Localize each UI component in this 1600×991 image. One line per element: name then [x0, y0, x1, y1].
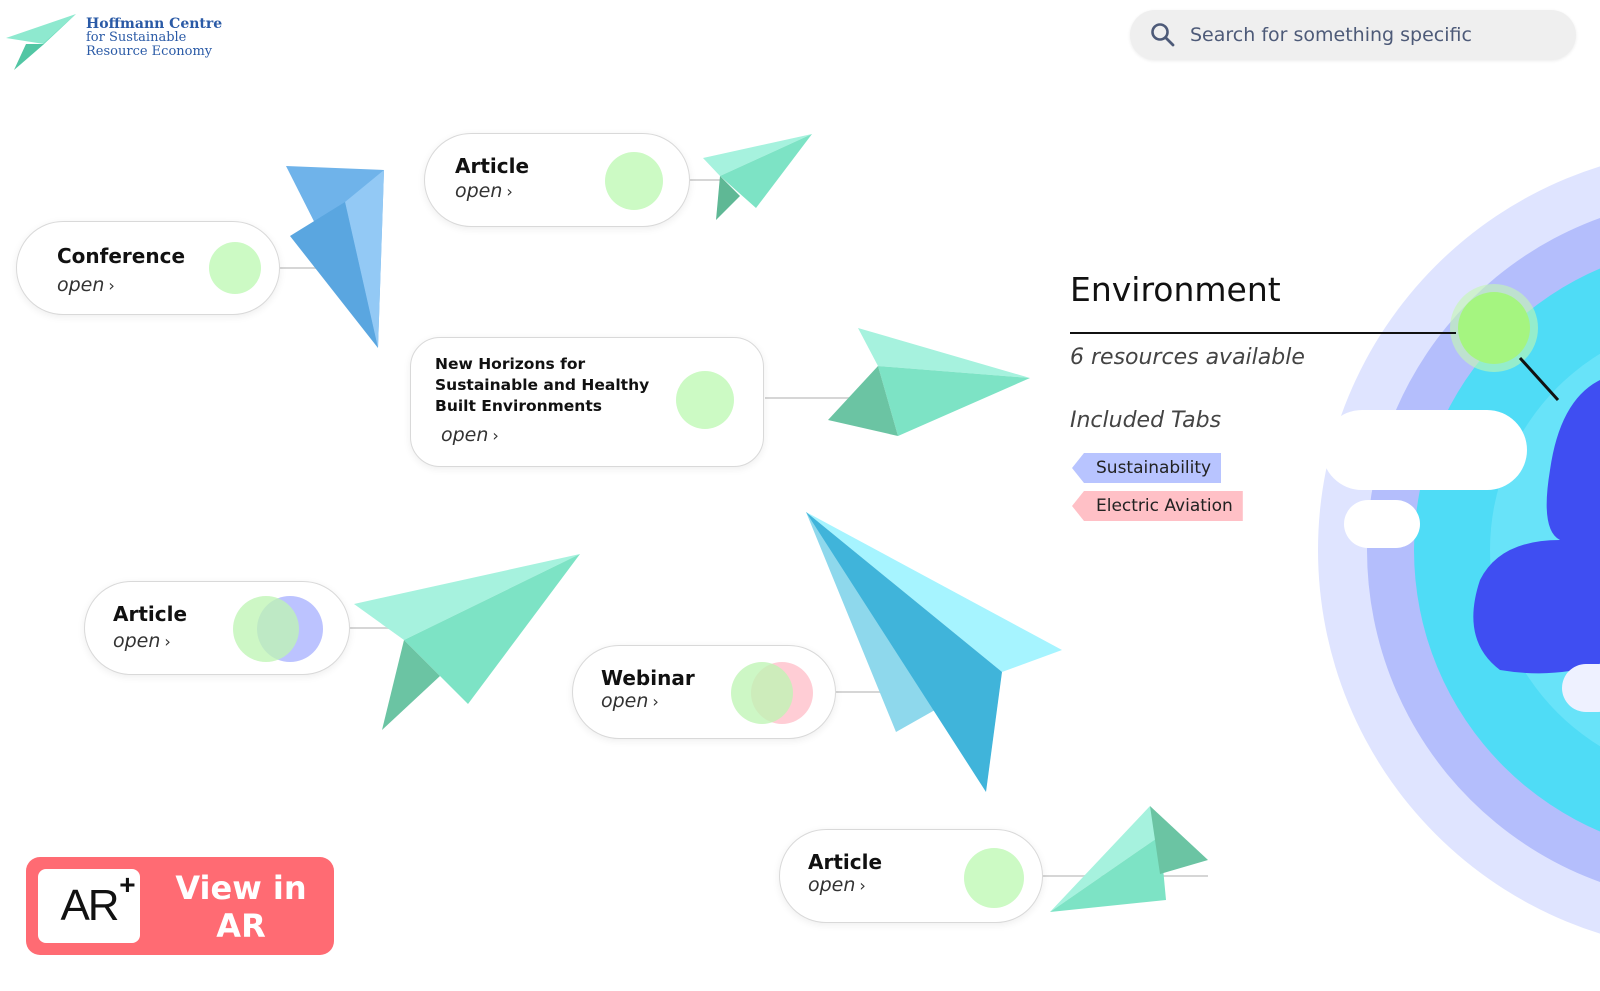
green-dot-icon — [964, 848, 1024, 908]
conference-card[interactable]: Conference open› — [16, 221, 280, 315]
article-card-2[interactable]: Article open› — [84, 581, 350, 675]
globe-graphic — [1318, 166, 1600, 934]
green-dot-icon — [209, 242, 261, 294]
chevron-right-icon: › — [164, 632, 171, 651]
green-dot-icon — [233, 596, 299, 662]
webinar-card[interactable]: Webinar open› — [572, 645, 836, 739]
included-tabs-label: Included Tabs — [1070, 408, 1222, 433]
ar-icon: AR+ — [38, 869, 140, 943]
resources-count: 6 resources available — [1070, 345, 1305, 370]
tag-electric-aviation[interactable]: Electric Aviation — [1072, 491, 1243, 521]
new-horizons-open-link[interactable]: open› — [441, 424, 499, 446]
chevron-right-icon: › — [492, 426, 499, 445]
webinar-open-link[interactable]: open› — [601, 690, 659, 712]
logo-line2: for Sustainable — [86, 30, 187, 45]
chevron-right-icon: › — [108, 276, 115, 295]
environment-node-icon — [1458, 292, 1530, 364]
view-in-ar-label: View in AR — [175, 869, 307, 945]
open-label: open — [601, 690, 649, 712]
open-label: open — [455, 180, 503, 202]
conference-title: Conference — [57, 244, 186, 268]
article-title-1: Article — [455, 154, 530, 178]
green-dot-icon — [731, 662, 793, 724]
paper-plane-icon — [1050, 806, 1208, 912]
environment-pointer — [1518, 356, 1560, 402]
article-open-link-1[interactable]: open› — [455, 180, 513, 202]
green-dot-icon — [676, 371, 734, 429]
open-label: open — [57, 274, 105, 296]
webinar-title: Webinar — [601, 666, 695, 690]
chevron-right-icon: › — [652, 692, 659, 711]
green-dot-icon — [605, 152, 663, 210]
ar-logo-icon: AR+ — [60, 869, 135, 930]
search-icon — [1151, 23, 1175, 47]
paper-plane-icon — [286, 166, 384, 348]
tag-sustainability[interactable]: Sustainability — [1072, 453, 1222, 483]
view-in-ar-button[interactable]: AR+ View in AR — [26, 857, 334, 955]
paper-plane-icon — [354, 554, 580, 730]
environment-title: Environment — [1070, 270, 1281, 309]
article-open-link-3[interactable]: open› — [808, 874, 866, 896]
article-card-1[interactable]: Article open› — [424, 133, 690, 227]
article-card-3[interactable]: Article open› — [779, 829, 1043, 923]
chevron-right-icon: › — [506, 182, 513, 201]
logo-line3: Resource Economy — [86, 44, 213, 59]
paper-plane-icon — [806, 512, 1062, 792]
conference-open-link[interactable]: open› — [57, 274, 115, 296]
search-input[interactable] — [1188, 23, 1552, 47]
logo-line1: Hoffmann Centre — [86, 16, 223, 32]
article-title-3: Article — [808, 850, 883, 874]
open-label: open — [808, 874, 856, 896]
chevron-right-icon: › — [859, 876, 866, 895]
search-bar[interactable] — [1130, 10, 1576, 60]
article-open-link-2[interactable]: open› — [113, 630, 171, 652]
open-label: open — [441, 424, 489, 446]
open-label: open — [113, 630, 161, 652]
new-horizons-title: New Horizons for Sustainable and Healthy… — [435, 355, 650, 415]
paper-plane-icon — [703, 134, 812, 220]
article-title-2: Article — [113, 602, 188, 626]
logo-plane-icon — [6, 14, 76, 70]
site-logo[interactable]: Hoffmann Centre for Sustainable Resource… — [86, 17, 222, 59]
environment-divider — [1070, 332, 1456, 334]
new-horizons-card[interactable]: New Horizons for Sustainable and Healthy… — [410, 337, 764, 467]
paper-plane-icon — [828, 328, 1030, 436]
